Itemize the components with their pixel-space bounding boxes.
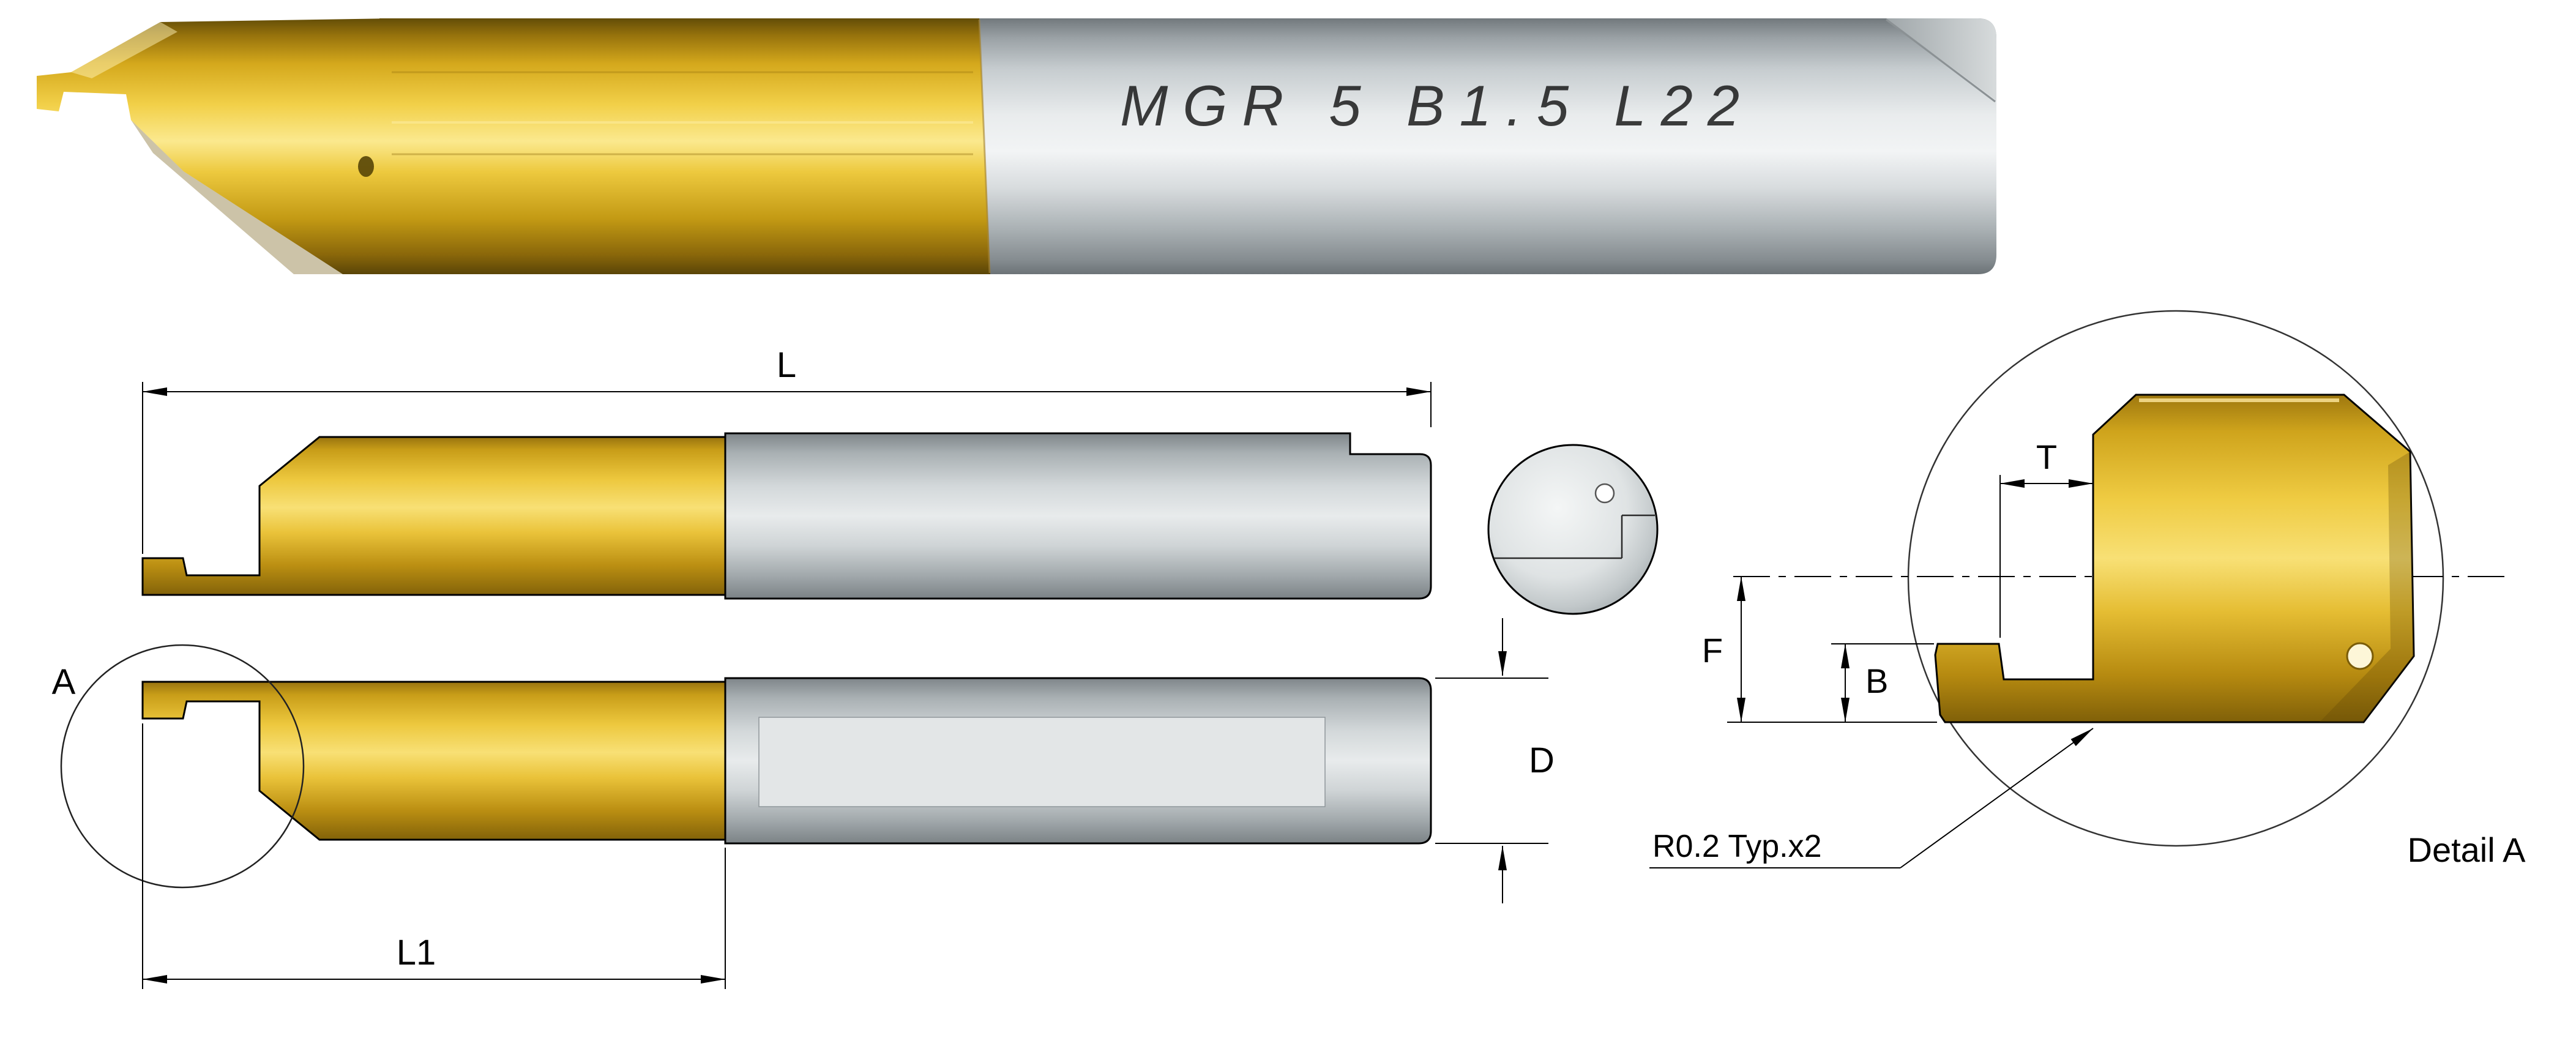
detail-callout-label: A xyxy=(52,662,76,702)
radius-note-leader xyxy=(1900,728,2094,868)
engraving-text: MGR 5 B1.5 L22 xyxy=(1120,73,1754,138)
radius-note-text: R0.2 Typ.x2 xyxy=(1652,829,1822,864)
photo-shank-end-chamfer xyxy=(1886,18,1996,100)
photo-coated-body xyxy=(379,18,990,274)
end-view xyxy=(1487,444,1659,615)
end-view-hole xyxy=(1594,483,1615,504)
view2-ground-flat xyxy=(758,717,1326,807)
radius-note: R0.2 Typ.x2 xyxy=(1649,728,2094,868)
view1-shank xyxy=(724,432,1432,600)
detail-right-shading xyxy=(2320,452,2414,722)
detail-head-hole xyxy=(2346,642,2374,670)
photo-head-chamfer-highlight xyxy=(71,22,177,78)
photo-chamfer-edge xyxy=(1886,18,1996,103)
detail-callout-circle xyxy=(60,644,305,889)
detail-head-shape xyxy=(1934,394,2415,723)
detail-boundary-circle xyxy=(1907,310,2444,847)
photo-cutting-head xyxy=(37,18,392,274)
side-view-bottom: A xyxy=(52,644,1432,889)
detail-view-A: T F B R0.2 Typ.x2 Detail A xyxy=(1649,310,2526,869)
end-view-circle xyxy=(1487,444,1659,615)
tool-photo: MGR 5 B1.5 L22 xyxy=(37,18,1996,274)
view2-coated-head xyxy=(141,681,726,841)
detail-title: Detail A xyxy=(2408,831,2526,869)
photo-head-hole xyxy=(358,156,374,177)
dimension-L: L xyxy=(142,345,1432,554)
dimension-T: T xyxy=(1999,438,2093,638)
side-view-top xyxy=(141,432,1432,600)
dim-L1-label: L1 xyxy=(397,933,436,973)
dim-B-label: B xyxy=(1865,662,1888,700)
view1-coated-head xyxy=(141,436,726,596)
dimension-D: D xyxy=(1435,618,1555,903)
dimension-B: B xyxy=(1831,643,1934,722)
dimension-F: F xyxy=(1702,577,1937,723)
photo-coating-seam xyxy=(978,19,991,274)
dim-F-label: F xyxy=(1702,631,1723,670)
dim-T-label: T xyxy=(2036,438,2057,476)
dim-D-label: D xyxy=(1529,741,1555,780)
dimension-L1: L1 xyxy=(142,723,726,989)
dim-L-label: L xyxy=(777,345,796,385)
photo-shank xyxy=(955,18,1996,274)
